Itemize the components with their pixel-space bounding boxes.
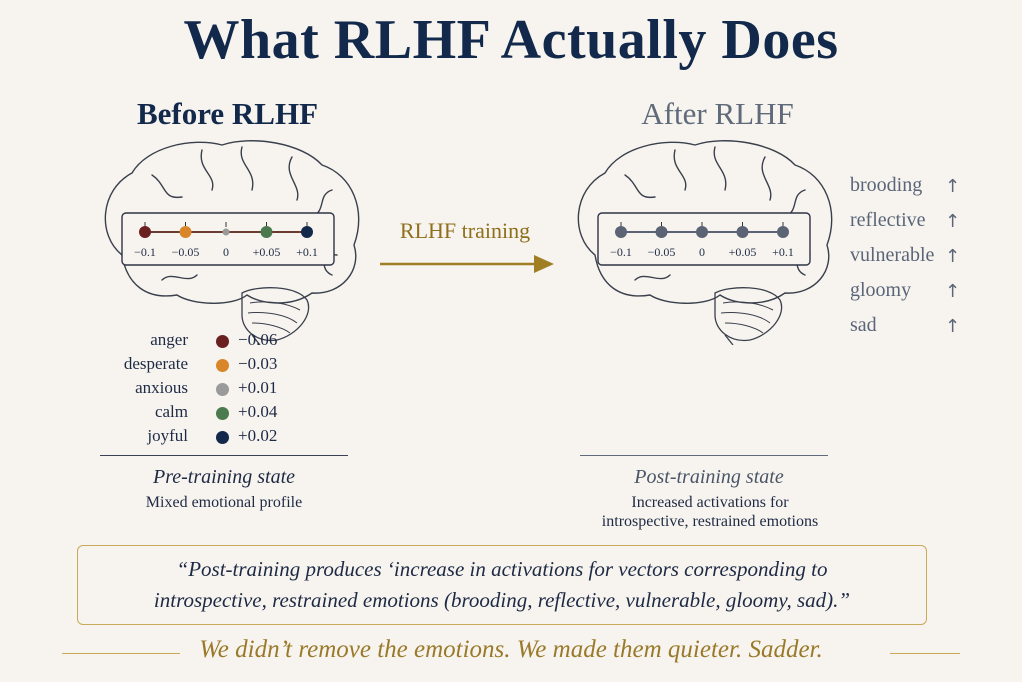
after-activation-scale: −0.1 −0.05 0 +0.05 +0.1 bbox=[610, 222, 794, 259]
page-title: What RLHF Actually Does bbox=[183, 9, 839, 71]
scale-tick-label: +0.05 bbox=[729, 245, 757, 259]
post-training-title: Post-training state bbox=[634, 466, 784, 488]
increased-emotion-vulnerable: vulnerable bbox=[850, 244, 935, 266]
up-arrow-icon: ↑ bbox=[945, 281, 961, 302]
scale-tick-label: −0.05 bbox=[648, 245, 676, 259]
scale-tick-label: −0.05 bbox=[172, 245, 200, 259]
training-arrow bbox=[380, 255, 554, 273]
scale-marker-anxious bbox=[222, 228, 230, 236]
tagline-rule-right bbox=[890, 653, 960, 654]
legend-value-joyful: +0.02 bbox=[238, 426, 278, 445]
scale-marker bbox=[655, 226, 668, 238]
scale-marker bbox=[615, 226, 627, 238]
scale-marker-desperate bbox=[179, 226, 192, 238]
increased-emotion-gloomy: gloomy bbox=[850, 279, 912, 301]
scale-marker-calm bbox=[260, 226, 273, 238]
scale-tick-label: 0 bbox=[223, 245, 229, 259]
tagline: We didn’t remove the emotions. We made t… bbox=[199, 636, 823, 663]
up-arrow-icon: ↑ bbox=[945, 211, 961, 232]
pre-training-title: Pre-training state bbox=[152, 466, 296, 488]
legend-label-joyful: joyful bbox=[147, 426, 188, 445]
legend-dot-desperate bbox=[216, 359, 229, 372]
up-arrow-icon: ↑ bbox=[945, 246, 961, 267]
legend-value-desperate: −0.03 bbox=[238, 354, 278, 373]
before-heading: Before RLHF bbox=[136, 96, 319, 131]
scale-marker-anger bbox=[139, 226, 151, 238]
quote-box: “Post-training produces ‘increase in act… bbox=[77, 545, 927, 625]
brain-before-illustration: −0.1 −0.05 0 +0.05 +0.1 bbox=[104, 140, 360, 345]
tagline-rule-left bbox=[62, 653, 180, 654]
after-heading: After RLHF bbox=[641, 96, 794, 131]
increased-emotion-brooding: brooding bbox=[850, 174, 923, 196]
before-divider bbox=[100, 455, 348, 456]
quote-line-1: “Post-training produces ‘increase in act… bbox=[176, 557, 828, 581]
scale-tick-label: +0.1 bbox=[772, 245, 794, 259]
after-divider bbox=[580, 455, 828, 456]
legend-dot-anxious bbox=[216, 383, 229, 396]
legend-value-calm: +0.04 bbox=[238, 402, 278, 421]
legend-dot-calm bbox=[216, 407, 229, 420]
before-activation-scale: −0.1 −0.05 0 +0.05 +0.1 bbox=[134, 222, 318, 259]
legend-label-desperate: desperate bbox=[123, 354, 188, 373]
legend-value-anxious: +0.01 bbox=[238, 378, 278, 397]
post-training-subtitle-line-1: Increased activations for bbox=[631, 494, 789, 511]
scale-marker-joyful bbox=[301, 226, 313, 238]
pre-training-subtitle: Mixed emotional profile bbox=[145, 494, 303, 511]
scale-tick-label: +0.05 bbox=[253, 245, 281, 259]
scale-tick-label: −0.1 bbox=[610, 245, 632, 259]
quote-line-2: introspective, restrained emotions (broo… bbox=[153, 588, 851, 612]
legend-dot-joyful bbox=[216, 431, 229, 444]
brain-after-illustration: −0.1 −0.05 0 +0.05 +0.1 bbox=[577, 140, 833, 345]
scale-tick-label: −0.1 bbox=[134, 245, 156, 259]
legend-label-anger: anger bbox=[150, 330, 188, 349]
legend-dot-anger bbox=[216, 335, 229, 348]
post-training-subtitle-line-2: introspective, restrained emotions bbox=[601, 513, 819, 530]
increased-emotion-sad: sad bbox=[850, 314, 877, 336]
legend-label-calm: calm bbox=[154, 402, 188, 421]
scale-tick-label: +0.1 bbox=[296, 245, 318, 259]
scale-marker bbox=[696, 226, 708, 238]
increased-emotion-reflective: reflective bbox=[850, 209, 926, 231]
legend-label-anxious: anxious bbox=[135, 378, 188, 397]
up-arrow-icon: ↑ bbox=[945, 316, 961, 337]
scale-marker bbox=[777, 226, 789, 238]
scale-marker bbox=[736, 226, 749, 238]
quote-text: “Post-training produces ‘increase in act… bbox=[78, 554, 926, 616]
rlhf-training-label: RLHF training bbox=[399, 218, 531, 243]
scale-tick-label: 0 bbox=[699, 245, 705, 259]
legend-value-anger: −0.06 bbox=[238, 330, 278, 349]
up-arrow-icon: ↑ bbox=[945, 176, 961, 197]
